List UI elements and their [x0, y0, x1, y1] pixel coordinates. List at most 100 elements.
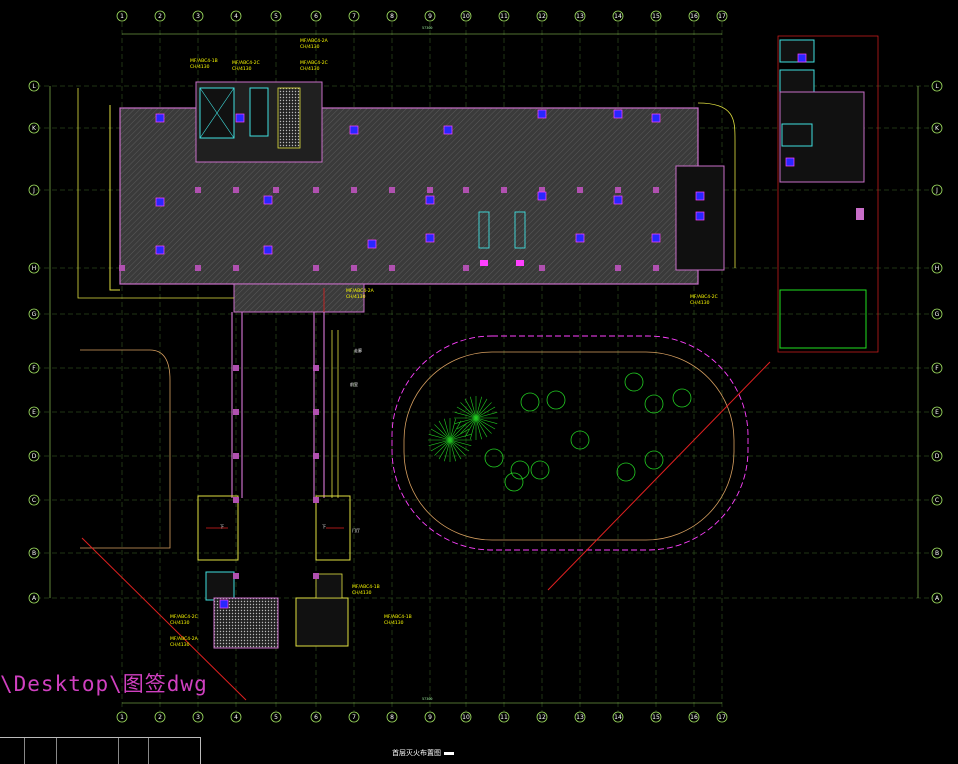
- palm-frond: [449, 439, 466, 456]
- grid-bubble-circle: [536, 10, 548, 22]
- grid-bubble-label: 9: [428, 714, 432, 721]
- grid-bubble-col-top: 11: [498, 10, 510, 22]
- palm-frond: [475, 417, 496, 430]
- grid-bubble-label: 14: [614, 714, 622, 721]
- palm-frond: [456, 406, 477, 419]
- extinguisher-marker: [443, 125, 453, 135]
- grid-bubble-circle: [498, 10, 510, 22]
- extinguisher-marker: [219, 599, 229, 609]
- structural-column: [233, 365, 239, 371]
- grid-bubble-circle: [688, 10, 700, 22]
- grid-bubble-label: 9: [428, 13, 432, 20]
- palm-frond: [444, 439, 451, 462]
- tree-symbol: [644, 450, 664, 470]
- grid-bubble-col-top: 1: [116, 10, 128, 22]
- grid-bubble-label: B: [935, 550, 939, 557]
- grid-bubble-label: 5: [274, 714, 278, 721]
- tree-symbol: [504, 472, 524, 492]
- structural-columns: [119, 187, 659, 579]
- palm-frond: [475, 412, 498, 419]
- structural-column: [195, 265, 201, 271]
- title-block: [0, 737, 201, 764]
- palm-frond: [460, 417, 477, 434]
- grid-bubble-col-top: 4: [230, 10, 242, 22]
- extinguisher-marker: [651, 113, 661, 123]
- structural-column: [195, 187, 201, 193]
- tag-line-1: MF/ABC4-1B: [352, 584, 380, 590]
- tag-line-1: MF/ABC4-2C: [232, 60, 260, 66]
- palm-frond: [475, 417, 488, 438]
- room-note: 前室: [350, 381, 358, 387]
- grid-bubble-label: A: [32, 595, 37, 602]
- grid-bubble-label: D: [32, 453, 37, 460]
- sheet-title-text: 首层灭火布置图: [392, 749, 441, 757]
- extinguisher-marker: [695, 191, 705, 201]
- tag-line-2: CH/4130: [170, 620, 190, 626]
- grid-bubble-col-bottom: 13: [574, 711, 586, 723]
- tag-line-1: MF/ABC4-1B: [384, 614, 412, 620]
- extinguisher-marker: [263, 195, 273, 205]
- grid-bubble-circle: [310, 10, 322, 22]
- grid-bubble-col-top: 8: [386, 10, 398, 22]
- grid-bubble-label: 10: [462, 13, 470, 20]
- palm-frond: [460, 402, 477, 419]
- extinguisher-marker: [613, 109, 623, 119]
- palm-frond: [449, 418, 456, 441]
- tree-symbol: [570, 430, 590, 450]
- overall-dimension-bottom: 57300: [422, 697, 433, 701]
- extinguisher-marker: [613, 195, 623, 205]
- extinguisher-marker: [425, 195, 435, 205]
- structural-column: [233, 453, 239, 459]
- palm-frond: [449, 439, 472, 446]
- grid-bubble-label: 17: [718, 714, 726, 721]
- grid-bubble-label: 16: [690, 714, 698, 721]
- palm-frond: [449, 434, 472, 441]
- grid-bubble-label: A: [935, 595, 940, 602]
- overall-dimension-top: 57300: [422, 26, 433, 30]
- grid-bubble-label: 13: [576, 13, 584, 20]
- palm-frond: [464, 417, 477, 438]
- palm-tree-symbol: [428, 418, 472, 462]
- grid-bubble-col-bottom: 11: [498, 711, 510, 723]
- grid-bubble-label: 6: [314, 714, 318, 721]
- palm-frond: [449, 439, 462, 460]
- grid-bubble-label: 15: [652, 714, 660, 721]
- grid-bubble-label: 13: [576, 714, 584, 721]
- grid-bubble-label: L: [935, 83, 939, 90]
- palm-frond: [444, 418, 451, 441]
- grid-bubble-circle: [574, 10, 586, 22]
- tag-line-2: CH/4130: [352, 590, 372, 596]
- structural-column: [233, 497, 239, 503]
- grid-bubble-label: 3: [196, 13, 200, 20]
- structural-column: [313, 187, 319, 193]
- grid-bubble-circle: [386, 10, 398, 22]
- grid-bubble-label: C: [935, 497, 939, 504]
- palm-frond: [470, 396, 477, 419]
- palm-frond: [454, 412, 477, 419]
- grid-bubble-col-bottom: 17: [716, 711, 728, 723]
- grid-bubble-label: 4: [234, 714, 238, 721]
- grid-bubble-label: J: [32, 187, 35, 194]
- grid-bubble-col-top: 7: [348, 10, 360, 22]
- extinguisher-marker: [785, 157, 795, 167]
- grid-bubble-label: 1: [120, 13, 124, 20]
- structural-column: [313, 497, 319, 503]
- extinguisher-marker: [537, 109, 547, 119]
- grid-bubble-label: 12: [538, 13, 546, 20]
- file-path-watermark: \Desktop\图签dwg: [0, 672, 208, 696]
- palm-frond: [434, 424, 451, 441]
- grid-bubble-circle: [116, 10, 128, 22]
- grid-bubble-label: E: [32, 409, 36, 416]
- palm-frond: [449, 439, 456, 462]
- palm-frond: [438, 420, 451, 441]
- tag-line-2: CH/4130: [690, 300, 710, 306]
- grid-bubble-label: 15: [652, 13, 660, 20]
- grid-bubble-label: G: [32, 311, 37, 318]
- tree-symbol: [484, 448, 504, 468]
- structural-column: [463, 187, 469, 193]
